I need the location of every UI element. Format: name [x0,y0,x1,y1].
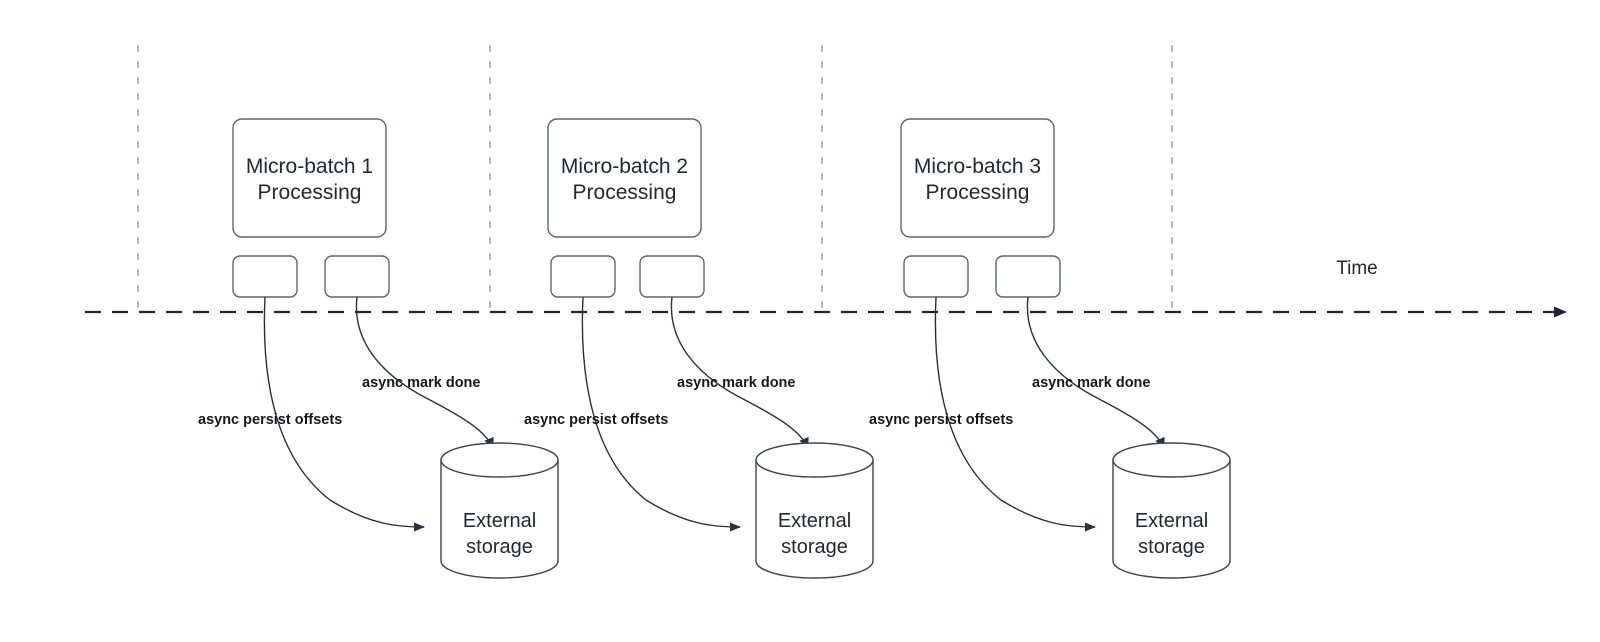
mark-done-arrow-3 [1026,296,1165,449]
external-storage-label-1-line1: External [463,510,536,532]
micro-batch-label-1-line2: Processing [258,181,362,204]
cylinder-body-2 [755,459,874,579]
micro-batch-box-1[interactable] [232,118,387,238]
external-storage-label-3-line2: storage [1138,536,1205,558]
external-storage-label-2-line1: External [778,510,851,532]
cylinder-top-2 [755,442,874,478]
timeline-label: Time [1336,258,1378,279]
mark-done-label-1: async mark done [362,375,480,391]
external-storage-cylinder-1[interactable]: External storage [440,442,559,579]
mark-done-label-3: async mark done [1032,375,1150,391]
timeline-axis: Time [85,258,1567,318]
external-storage-label-3-line1: External [1135,510,1208,532]
external-storage-cylinder-2[interactable]: External storage [755,442,874,579]
persist-offsets-label-3: async persist offsets [869,412,1013,428]
persist-offsets-arrow-2 [581,296,741,532]
micro-batch-label-3-line1: Micro-batch 3 [914,155,1041,178]
task-box-2-right[interactable] [639,255,705,298]
task-box-1-right[interactable] [324,255,390,298]
task-box-1-left[interactable] [232,255,298,298]
persist-offsets-arrow-3 [934,296,1096,532]
micro-batch-label-1-line1: Micro-batch 1 [246,155,373,178]
mark-done-arrow-2 [670,296,809,449]
task-box-3-left[interactable] [903,255,969,298]
cylinder-body-1 [440,459,559,579]
external-storage-label-2-line2: storage [781,536,848,558]
persist-offsets-arrow-1 [263,296,425,532]
micro-batch-box-3[interactable] [900,118,1055,238]
external-storage-cylinder-3[interactable]: External storage [1112,442,1231,579]
cylinder-body-3 [1112,459,1231,579]
persist-offsets-label-1: async persist offsets [198,412,342,428]
separator-group [137,45,1173,312]
task-box-2-left[interactable] [550,255,616,298]
task-box-3-right[interactable] [995,255,1061,298]
micro-batch-label-3-line2: Processing [926,181,1030,204]
micro-batch-group-1: Micro-batch 1 Processing async persist o… [198,118,559,579]
external-storage-label-1-line2: storage [466,536,533,558]
mark-done-arrow-1 [355,296,494,449]
micro-batch-group-2: Micro-batch 2 Processing async persist o… [524,118,874,579]
micro-batch-label-2-line2: Processing [573,181,677,204]
micro-batch-label-2-line1: Micro-batch 2 [561,155,688,178]
mark-done-label-2: async mark done [677,375,795,391]
micro-batch-group-3: Micro-batch 3 Processing async persist o… [869,118,1231,579]
micro-batch-box-2[interactable] [547,118,702,238]
persist-offsets-label-2: async persist offsets [524,412,668,428]
cylinder-top-1 [440,442,559,478]
cylinder-top-3 [1112,442,1231,478]
